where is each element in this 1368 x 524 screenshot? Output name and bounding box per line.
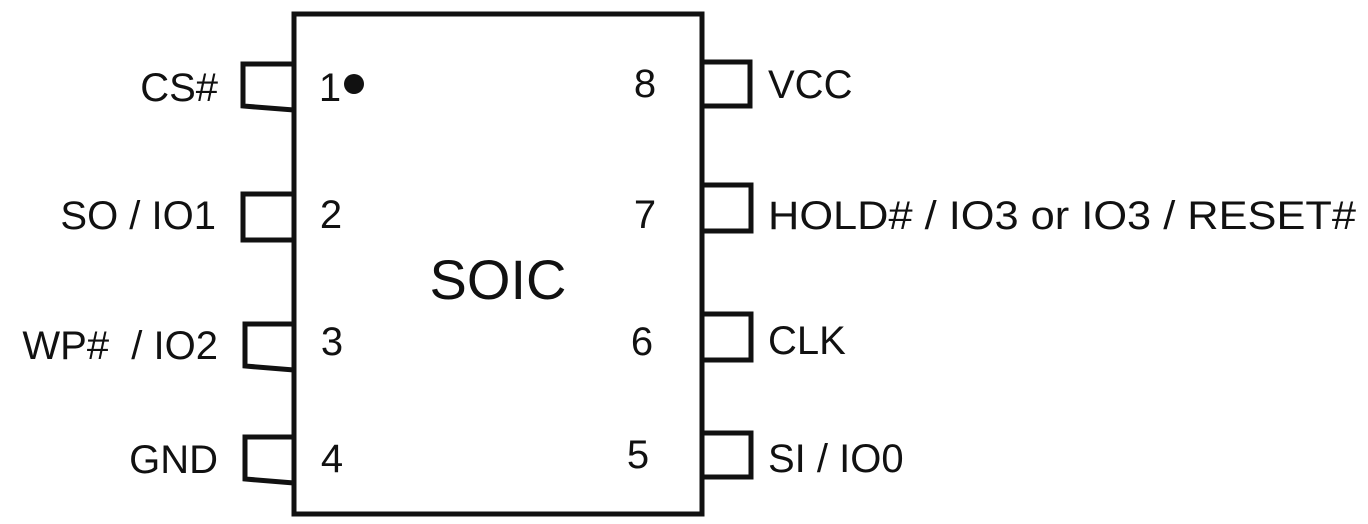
pin-signal-2: SO / IO1 (60, 194, 216, 238)
pin-number-8: 8 (634, 62, 656, 106)
pin-signal-3: WP# / IO2 (22, 324, 218, 368)
pin-number-1: 1 (319, 66, 341, 110)
pin-signal-8: VCC (768, 63, 852, 107)
package-name: SOIC (430, 248, 567, 311)
pin-lead-3 (242, 321, 295, 373)
pin-signal-4: GND (129, 438, 218, 482)
pin-lead-4 (242, 434, 295, 486)
pin-signal-6: CLK (768, 319, 846, 363)
pin-lead-1 (240, 61, 295, 113)
pin-number-6: 6 (631, 320, 653, 364)
pin-lead-8 (702, 59, 753, 109)
pin-number-5: 5 (627, 433, 649, 477)
pin-number-3: 3 (321, 320, 343, 364)
package-body (291, 11, 705, 517)
pin-signal-7: HOLD# / IO3 or IO3 / RESET# (768, 194, 1357, 238)
pin-number-2: 2 (320, 193, 342, 237)
pin-number-7: 7 (634, 193, 656, 237)
pin-lead-5 (702, 430, 754, 480)
pin-lead-2 (240, 191, 294, 243)
pin-signal-5: SI / IO0 (768, 437, 904, 481)
pin-lead-6 (702, 311, 754, 363)
pin-number-4: 4 (321, 437, 343, 481)
pin-lead-7 (702, 182, 754, 234)
pin1-marker-dot (344, 74, 364, 94)
pin-signal-1: CS# (140, 66, 219, 110)
